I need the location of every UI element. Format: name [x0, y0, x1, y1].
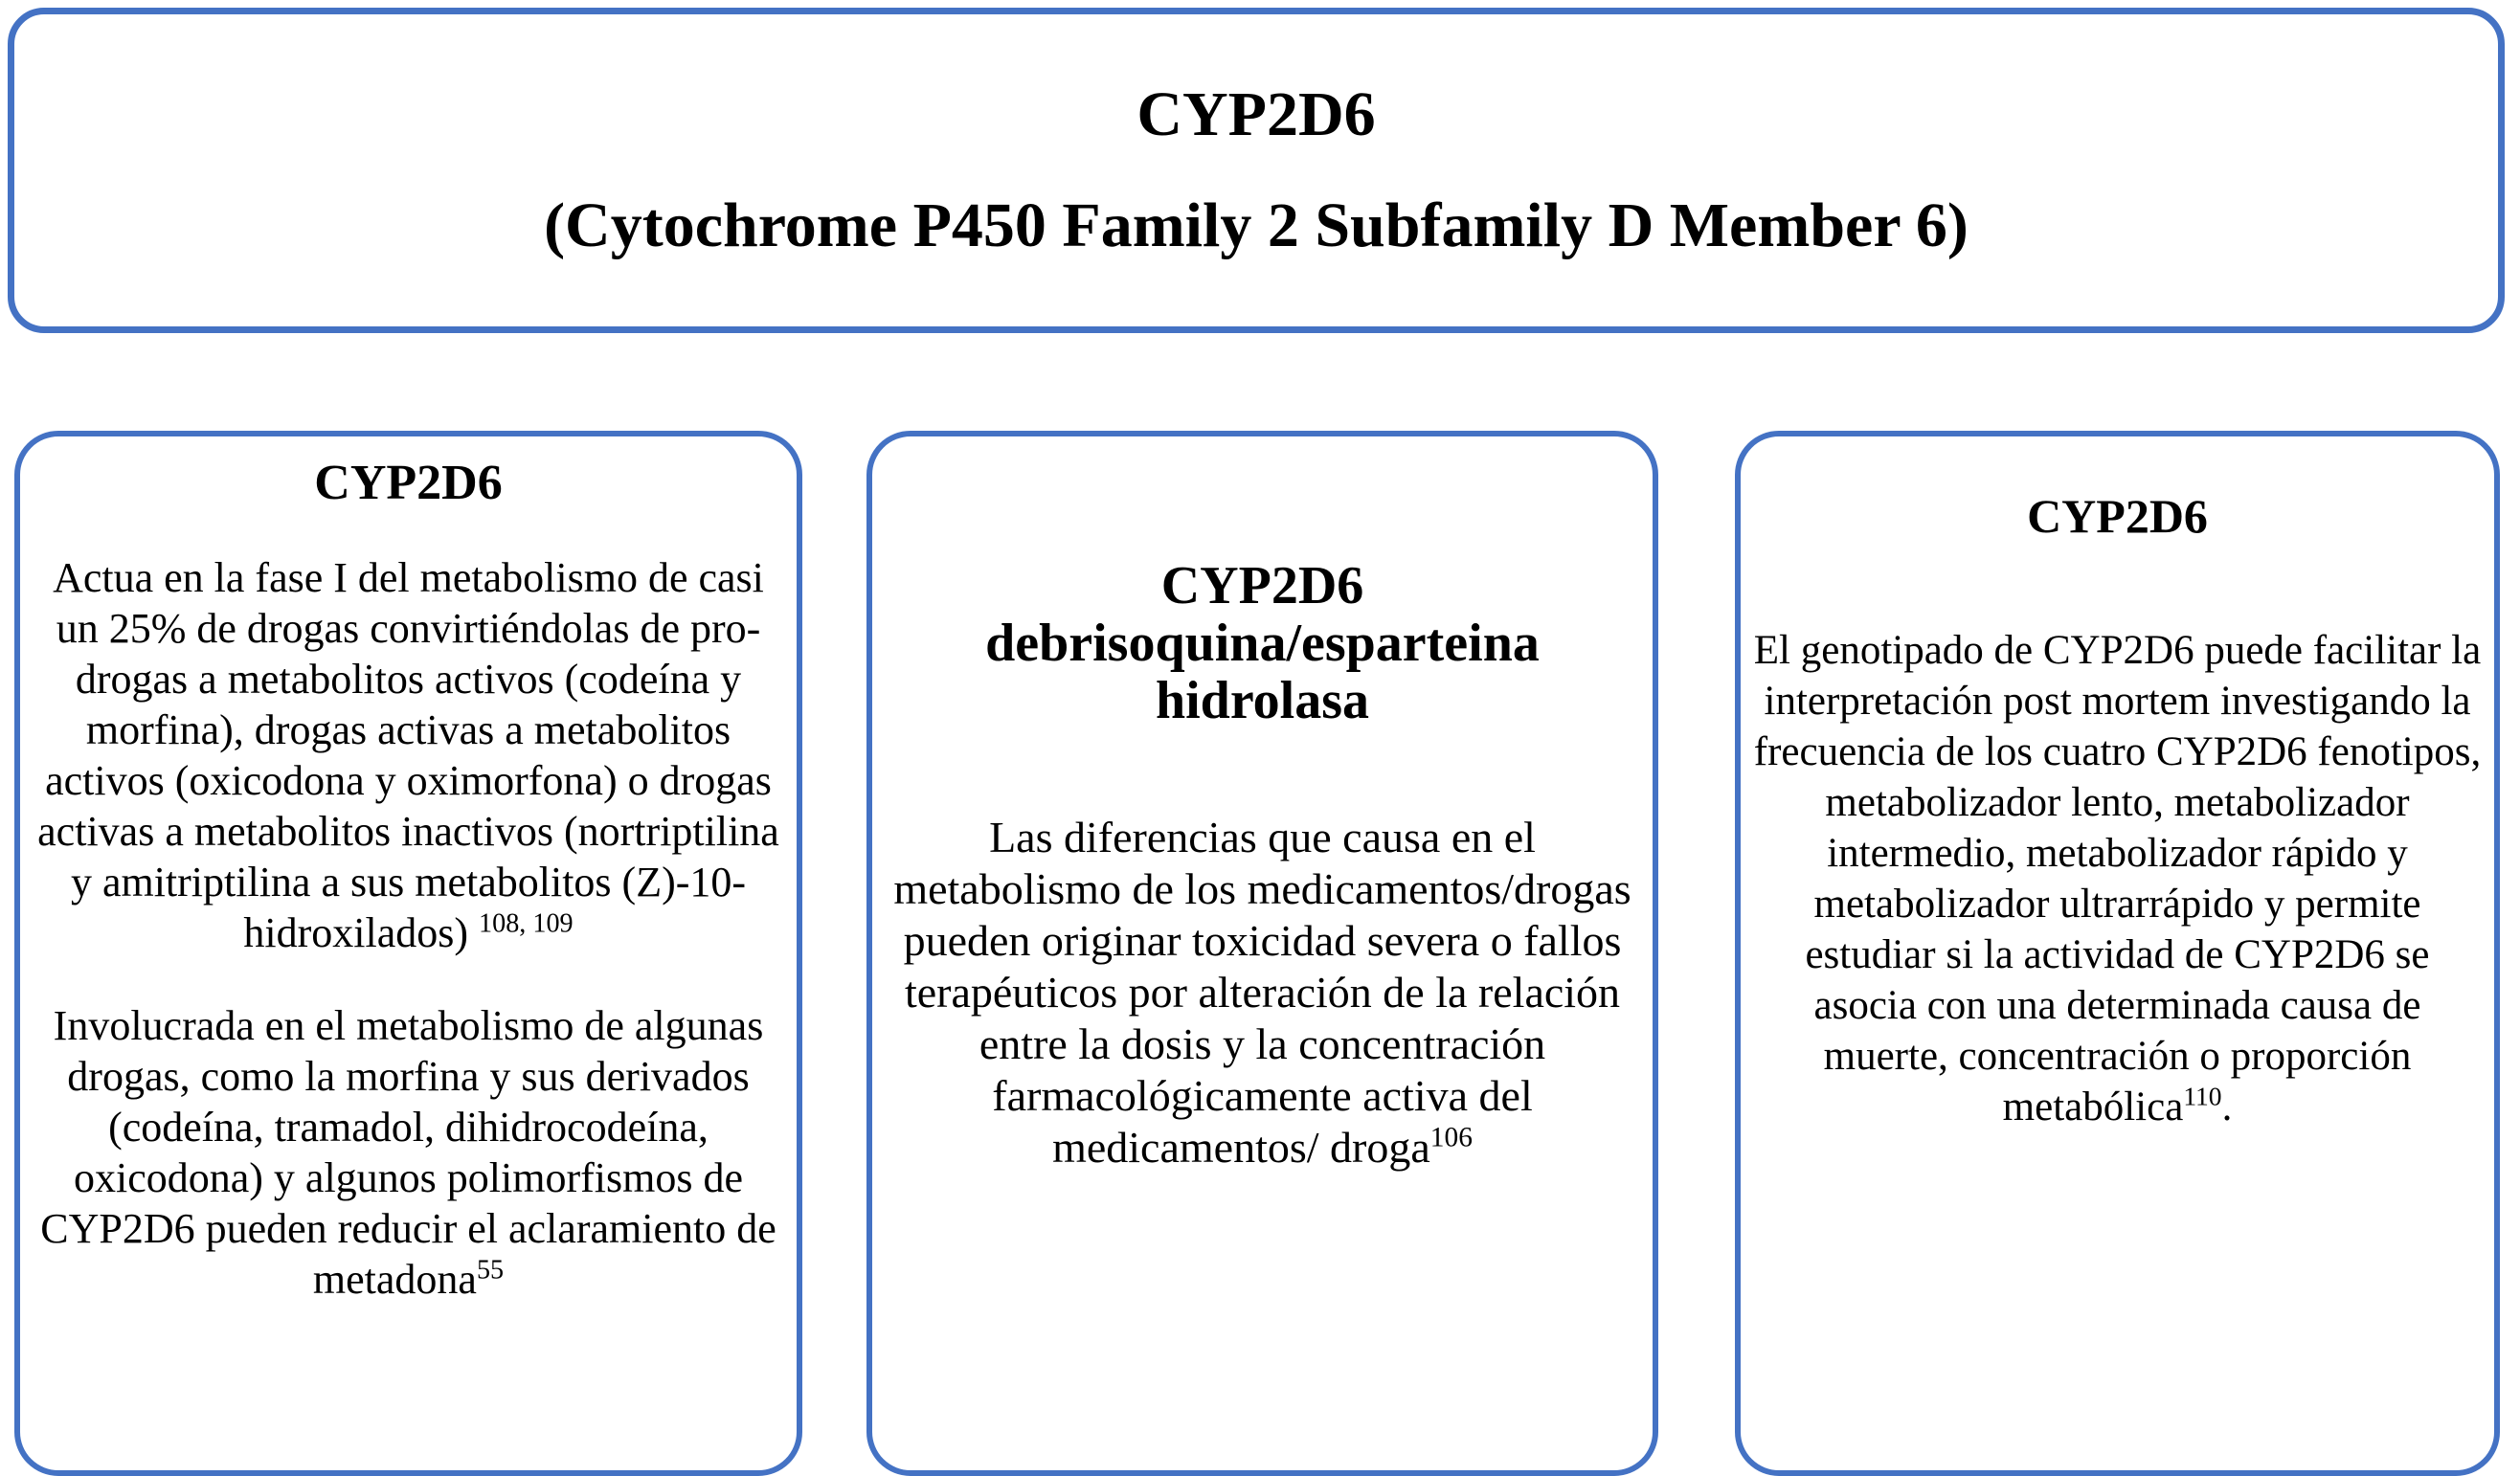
- figure-title: CYP2D6: [1136, 79, 1376, 150]
- paragraph-text: Involucrada en el metabolismo de algunas…: [40, 1002, 776, 1304]
- card-paragraph: El genotipado de CYP2D6 puede facilitar …: [1750, 625, 2485, 1132]
- header-box: CYP2D6 (Cytochrome P450 Family 2 Subfami…: [8, 8, 2505, 333]
- card-paragraph: Actua en la fase I del metabolismo de ca…: [30, 552, 787, 958]
- paragraph-tail: .: [2221, 1085, 2233, 1129]
- card-paragraph: Las diferencias que causa en el metaboli…: [882, 812, 1643, 1174]
- card-debrisoquina-esparteina-hidrolasa: CYP2D6 debrisoquina/esparteina hidrolasa…: [866, 431, 1658, 1476]
- reference-superscript: 108, 109: [479, 908, 574, 939]
- card-heading: CYP2D6: [314, 456, 503, 510]
- paragraph-text: Las diferencias que causa en el metaboli…: [893, 813, 1631, 1172]
- reference-superscript: 110: [2183, 1081, 2222, 1111]
- card-cyp2d6-phase1-metabolism: CYP2D6 Actua en la fase I del metabolism…: [14, 431, 802, 1476]
- paragraph-text: El genotipado de CYP2D6 puede facilitar …: [1753, 628, 2482, 1129]
- card-paragraph: Involucrada en el metabolismo de algunas…: [30, 1000, 787, 1305]
- reference-superscript: 55: [476, 1255, 505, 1286]
- card-cyp2d6-genotyping: CYP2D6 El genotipado de CYP2D6 puede fac…: [1735, 431, 2500, 1476]
- card-heading: CYP2D6: [2027, 489, 2208, 543]
- card-heading: CYP2D6 debrisoquina/esparteina hidrolasa: [985, 556, 1540, 730]
- figure-subtitle: (Cytochrome P450 Family 2 Subfamily D Me…: [544, 190, 1969, 260]
- paragraph-text: Actua en la fase I del metabolismo de ca…: [37, 554, 779, 957]
- reference-superscript: 106: [1429, 1122, 1473, 1153]
